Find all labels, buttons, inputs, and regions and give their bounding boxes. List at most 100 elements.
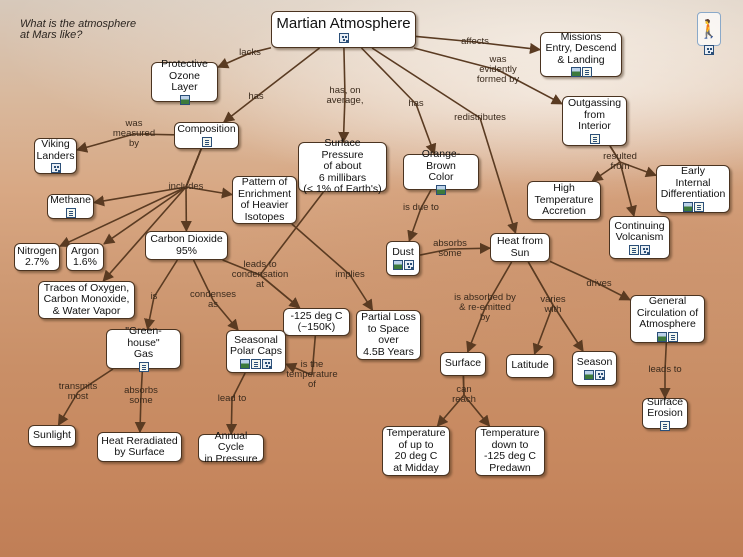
edge-co2-is [153,259,179,298]
concept-temp-up[interactable]: Temperature of up to 20 deg C at Midday [382,426,450,476]
concept-surface-erosion[interactable]: Surface Erosion [642,396,688,431]
concept-outgassing[interactable]: Outgassing from Interior [562,96,627,146]
accessibility-widget[interactable]: 🚶 [697,12,721,56]
edge-martian-lacks [249,46,272,54]
edge-martian-affects [415,35,476,43]
concept-partial-loss[interactable]: Partial Loss to Space over 4.5B Years [356,310,421,360]
edge-measured_by-viking [75,133,135,153]
concept-label: High Temperature Accretion [534,182,594,218]
concept-label: -125 deg C (~150K) [290,309,343,333]
image-resource-icon[interactable] [436,184,446,195]
concept-temp-down[interactable]: Temperature down to -125 deg C Predawn [475,426,545,476]
image-resource-icon[interactable] [682,201,693,212]
concept-dust[interactable]: Dust [386,241,420,276]
edge-surface_pressure-leads_cond [259,191,325,276]
concept-label: Partial Loss to Space over 4.5B Years [361,311,416,358]
concept-map-link-icon[interactable] [338,33,349,43]
concept-map-link-icon[interactable] [262,358,272,369]
concept-label: Argon 1.6% [70,244,100,268]
document-resource-icon[interactable] [251,358,261,369]
link-label-absorbed-reemitted: is absorbed by & re-emitted by [454,292,516,323]
document-resource-icon[interactable] [589,133,600,144]
document-resource-icon[interactable] [693,201,704,212]
concept-polar-caps[interactable]: Seasonal Polar Caps [226,330,286,373]
concept-pattern[interactable]: Pattern of Enrichment of Heavier Isotope… [232,176,297,224]
image-resource-icon[interactable] [657,331,667,342]
edge-leads_cond-minus125 [259,274,301,309]
concept-heat-reradiated[interactable]: Heat Reradiated by Surface [97,432,182,462]
concept-general-circ[interactable]: General Circulation of Atmosphere [630,295,705,343]
document-resource-icon[interactable] [581,67,592,78]
concept-latitude[interactable]: Latitude [506,354,554,378]
concept-map-link-icon[interactable] [640,244,650,255]
concept-composition[interactable]: Composition [174,122,239,149]
concept-missions[interactable]: Missions Entry, Descend & Landing [540,31,622,78]
concept-co2[interactable]: Carbon Dioxide 95% [145,231,228,260]
concept-ozone[interactable]: Protective Ozone Layer [151,59,218,105]
document-resource-icon[interactable] [668,331,678,342]
link-label-is: is [150,291,158,302]
concept-season[interactable]: Season [572,351,617,386]
concept-heat-sun[interactable]: Heat from Sun [490,233,550,262]
edge-outgassing-resulted_from [609,145,621,163]
concept-map-link-icon[interactable] [704,45,714,55]
link-label-drives: drives [586,278,612,289]
edge-dust-absorbs_some1 [419,248,451,256]
link-label-has1: has [248,91,264,102]
concept-map-link-icon[interactable] [50,163,61,173]
image-resource-icon[interactable] [392,259,403,270]
concept-greenhouse[interactable]: "Green-house" Gas [106,326,181,372]
edge-greenhouse-transmits_most [77,368,114,393]
concept-label: Nitrogen 2.7% [17,244,57,268]
edge-greenhouse-absorbs_some2 [140,368,144,397]
link-label-transmits-most: transmits most [58,381,98,402]
concept-label: Surface Pressure of about 6 millibars (<… [303,137,382,196]
concept-label: Temperature of up to 20 deg C at Midday [386,427,446,474]
image-resource-icon[interactable] [240,358,250,369]
concept-map-link-icon[interactable] [595,369,605,380]
image-resource-icon[interactable] [179,94,190,105]
concept-label: Pattern of Enrichment of Heavier Isotope… [237,176,292,223]
link-label-includes: includes [168,181,204,192]
concept-sunlight[interactable]: Sunlight [28,425,76,447]
edge-martian-has1 [255,47,321,98]
person-accessibility-icon[interactable]: 🚶 [697,12,721,46]
concept-continuing[interactable]: Continuing Volcanism [609,216,670,259]
concept-map-link-icon[interactable] [403,259,414,270]
concept-minus125[interactable]: -125 deg C (~150K) [283,308,350,336]
document-resource-icon[interactable] [660,420,670,431]
document-resource-icon[interactable] [65,207,76,218]
concept-label: Seasonal Polar Caps [230,333,282,357]
image-resource-icon[interactable] [584,369,594,380]
resource-icons [240,358,272,369]
document-resource-icon[interactable] [629,244,639,255]
concept-viking[interactable]: Viking Landers [34,138,77,174]
link-label-lacks: lacks [239,47,261,58]
concept-label: Dust [392,246,414,259]
resource-icons [392,259,414,270]
document-resource-icon[interactable] [201,136,212,147]
concept-nitrogen[interactable]: Nitrogen 2.7% [14,243,60,271]
document-resource-icon[interactable] [138,361,149,372]
concept-surface[interactable]: Surface [440,352,486,376]
concept-argon[interactable]: Argon 1.6% [66,243,104,271]
concept-label: Orange-Brown Color [421,148,461,184]
link-label-varies-with: varies with [540,294,566,315]
concept-traces[interactable]: Traces of Oxygen, Carbon Monoxide, & Wat… [38,281,135,319]
concept-high-temp[interactable]: High Temperature Accretion [527,181,601,220]
edge-heat_sun-varies_with [527,261,554,306]
concept-martian[interactable]: Martian Atmosphere [271,11,416,48]
concept-early[interactable]: Early Internal Differentiation [656,165,730,213]
concept-surface-pressure[interactable]: Surface Pressure of about 6 millibars (<… [298,138,387,195]
edge-absorbed_reemitted-surface [466,307,486,354]
image-resource-icon[interactable] [570,67,581,78]
concept-annual-cycle[interactable]: Annual Cycle in Pressure [198,430,264,464]
concept-methane[interactable]: Methane [47,194,94,219]
resource-icons [660,420,670,431]
resource-icons [65,207,76,218]
edge-includes-nitrogen [58,186,187,247]
concept-label: Sunlight [33,429,71,442]
edge-orange-is_due_to [420,189,432,209]
resource-icons [50,163,61,173]
concept-orange[interactable]: Orange-Brown Color [403,149,479,195]
